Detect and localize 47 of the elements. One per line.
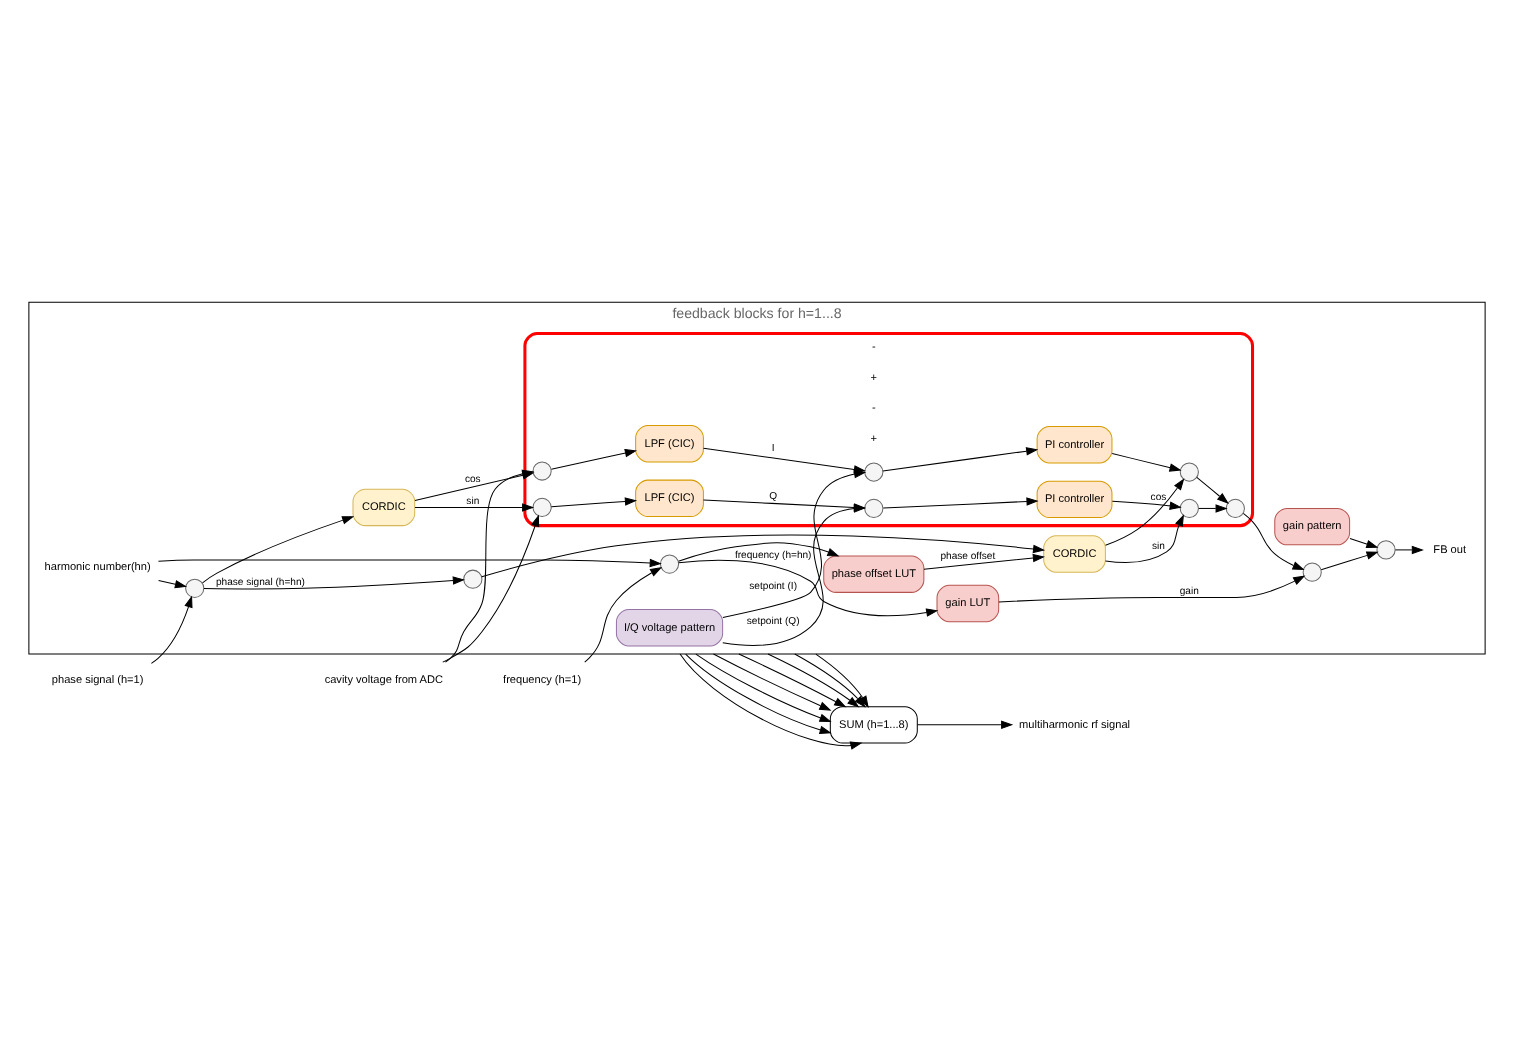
arrow bbox=[679, 653, 863, 750]
arrow bbox=[550, 497, 638, 508]
node-circle bbox=[532, 461, 552, 481]
arrow bbox=[1111, 500, 1182, 510]
arrow bbox=[1111, 453, 1182, 472]
arrow bbox=[414, 503, 535, 512]
node-circle bbox=[463, 569, 483, 589]
arrow bbox=[685, 653, 832, 735]
node-circle bbox=[1179, 462, 1199, 482]
arrow bbox=[882, 447, 1039, 472]
arrow bbox=[1349, 538, 1379, 549]
arrow bbox=[712, 653, 832, 711]
node-circle bbox=[1302, 562, 1322, 582]
arrow bbox=[677, 542, 840, 562]
arrow bbox=[702, 447, 866, 474]
arrow bbox=[442, 514, 540, 663]
arrow bbox=[203, 576, 465, 590]
arrow bbox=[158, 579, 188, 589]
node-circle bbox=[185, 578, 205, 598]
node-circle bbox=[864, 498, 884, 519]
arrow bbox=[1104, 514, 1184, 563]
arrow bbox=[923, 553, 1045, 570]
node-circle bbox=[1376, 540, 1396, 560]
arrow bbox=[738, 653, 847, 708]
node-circle bbox=[1225, 498, 1245, 519]
arrow bbox=[916, 720, 1014, 730]
arrow bbox=[202, 516, 355, 584]
arrow bbox=[550, 449, 638, 470]
arrow bbox=[1320, 551, 1379, 571]
arrow bbox=[150, 595, 193, 664]
arrow bbox=[1198, 504, 1228, 513]
arrow bbox=[584, 567, 663, 663]
arrow bbox=[157, 558, 662, 568]
arrow bbox=[1242, 512, 1305, 571]
node-circle bbox=[659, 554, 680, 574]
arrow bbox=[678, 559, 939, 617]
arrow bbox=[481, 534, 1046, 578]
arrow bbox=[1105, 478, 1185, 546]
arrow bbox=[882, 497, 1039, 509]
node-circle bbox=[1179, 498, 1199, 519]
arrow bbox=[998, 575, 1306, 603]
node-circle bbox=[864, 462, 884, 482]
arrow bbox=[695, 653, 832, 722]
arrow bbox=[1196, 476, 1229, 504]
arrow bbox=[767, 653, 860, 708]
node-circle bbox=[532, 497, 552, 518]
arrow bbox=[1394, 545, 1424, 555]
